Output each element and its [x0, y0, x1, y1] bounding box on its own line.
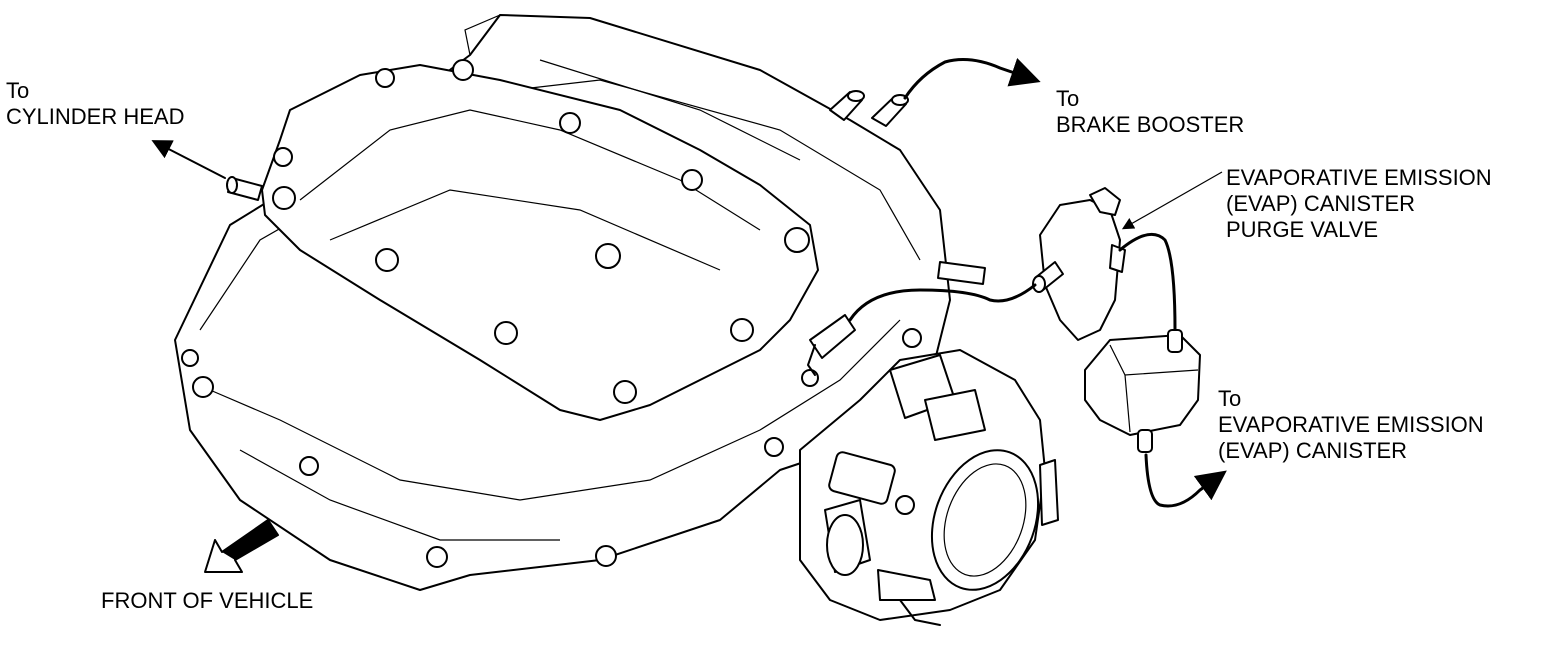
- label-line: To: [1218, 386, 1242, 411]
- brake-booster-nipples: [829, 90, 909, 127]
- label-line: To: [1056, 86, 1080, 111]
- front-arrow: [204, 519, 279, 573]
- label-line: To: [6, 78, 30, 103]
- label-to-brake-booster: To BRAKE BOOSTER: [1056, 86, 1244, 138]
- label-to-cylinder-head: To CYLINDER HEAD: [6, 78, 184, 130]
- evap-filter: [1084, 329, 1201, 453]
- label-purge-valve: EVAPORATIVE EMISSION (EVAP) CANISTER PUR…: [1226, 165, 1492, 243]
- throttle-body: [799, 314, 1059, 626]
- label-line: EVAPORATIVE EMISSION: [1218, 412, 1484, 437]
- label-to-evap-canister: To EVAPORATIVE EMISSION (EVAP) CANISTER: [1218, 386, 1484, 464]
- bolt-heads: [181, 59, 922, 568]
- label-line: PURGE VALVE: [1226, 217, 1379, 242]
- purge-valve: [1032, 187, 1126, 341]
- cylinder-head-nipple: [226, 176, 263, 201]
- label-line: BRAKE BOOSTER: [1056, 112, 1245, 137]
- label-line: (EVAP) CANISTER: [1226, 191, 1416, 216]
- label-front-of-vehicle: FRONT OF VEHICLE: [101, 588, 314, 613]
- label-line: EVAPORATIVE EMISSION: [1226, 165, 1492, 190]
- label-line: (EVAP) CANISTER: [1218, 438, 1408, 463]
- label-line: CYLINDER HEAD: [6, 104, 185, 129]
